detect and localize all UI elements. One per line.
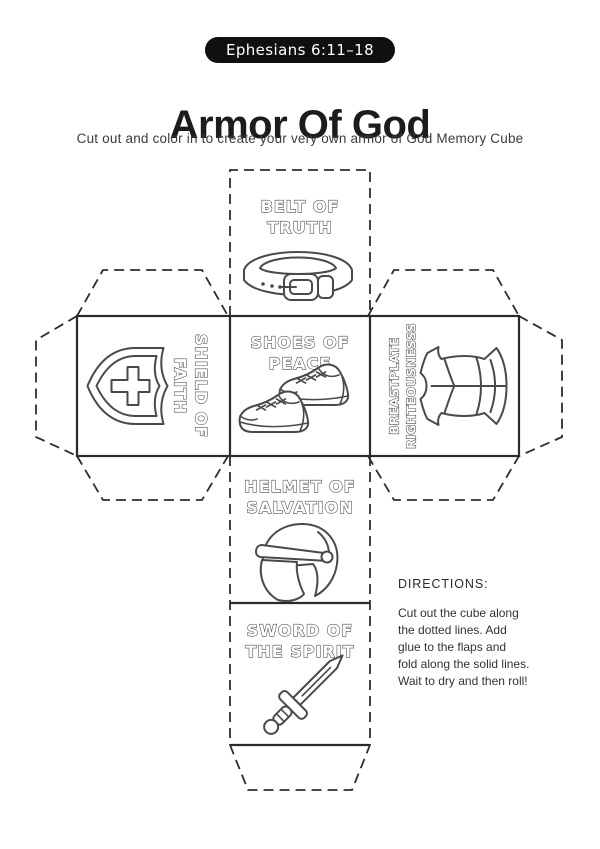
flap-top-right <box>367 269 520 317</box>
shield-face-label-line1: SHIELD OF <box>192 334 211 438</box>
helmet-face-label-line1: HELMET OF <box>244 477 355 496</box>
breastplate-face-label-line1: BREASTPLATE <box>388 337 402 434</box>
directions-line: Wait to dry and then roll! <box>398 674 528 688</box>
face-helmet-of-salvation: HELMET OF SALVATION <box>244 476 355 603</box>
belt-face-cutline <box>229 169 371 316</box>
middle-row-outline <box>75 314 521 458</box>
directions-line: the dotted lines. Add <box>398 623 507 637</box>
flap-top-left <box>76 269 229 317</box>
directions-line: fold along the solid lines. <box>398 657 530 671</box>
flap-left <box>35 315 78 457</box>
belt-face-label-line2: TRUTH <box>267 218 333 237</box>
face-belt-of-truth: BELT OF TRUTH <box>243 196 353 301</box>
directions-block: DIRECTIONS: Cut out the cube along the d… <box>398 577 563 690</box>
breastplate-face-label-line2: RIGHTEOUSNESSS <box>405 323 419 449</box>
flap-bottom-right <box>367 455 520 501</box>
sword-icon <box>263 654 344 735</box>
shoes-face-label-line1: SHOES OF <box>250 333 349 352</box>
shield-face-label-line2: FAITH <box>171 358 190 415</box>
page-title: Armor Of God <box>169 102 431 147</box>
verse-badge-text: Ephesians 6:11–18 <box>225 41 375 59</box>
face-shoes-of-peace: SHOES OF PEACE <box>238 332 350 433</box>
directions-line: glue to the flaps and <box>398 640 507 654</box>
sword-face-label-line2: THE SPIRIT <box>245 642 354 661</box>
directions-line: Cut out the cube along <box>398 606 519 620</box>
flap-bottom-left <box>76 455 229 501</box>
helmet-icon <box>255 523 339 603</box>
belt-face-label-line1: BELT OF <box>261 197 340 216</box>
sword-face-label-line1: SWORD OF <box>247 621 353 640</box>
breastplate-icon <box>419 346 508 426</box>
sneakers-icon <box>238 363 350 433</box>
belt-icon <box>243 251 353 301</box>
shoes-face-label-line2: PEACE <box>269 354 332 373</box>
face-shield-of-faith: SHIELD OF FAITH <box>86 333 211 439</box>
face-breastplate-of-righteousness: BREASTPLATE RIGHTEOUSNESSS <box>387 322 508 450</box>
face-sword-of-the-spirit: SWORD OF THE SPIRIT <box>245 620 354 735</box>
directions-heading: DIRECTIONS: <box>398 577 489 591</box>
verse-badge: Ephesians 6:11–18 <box>204 37 396 63</box>
subtitle: Cut out and color in to create your very… <box>76 131 524 146</box>
shield-cross-icon <box>86 347 169 425</box>
helmet-face-label-line2: SALVATION <box>246 498 353 517</box>
flap-bottom <box>229 744 371 791</box>
flap-right <box>518 315 563 457</box>
